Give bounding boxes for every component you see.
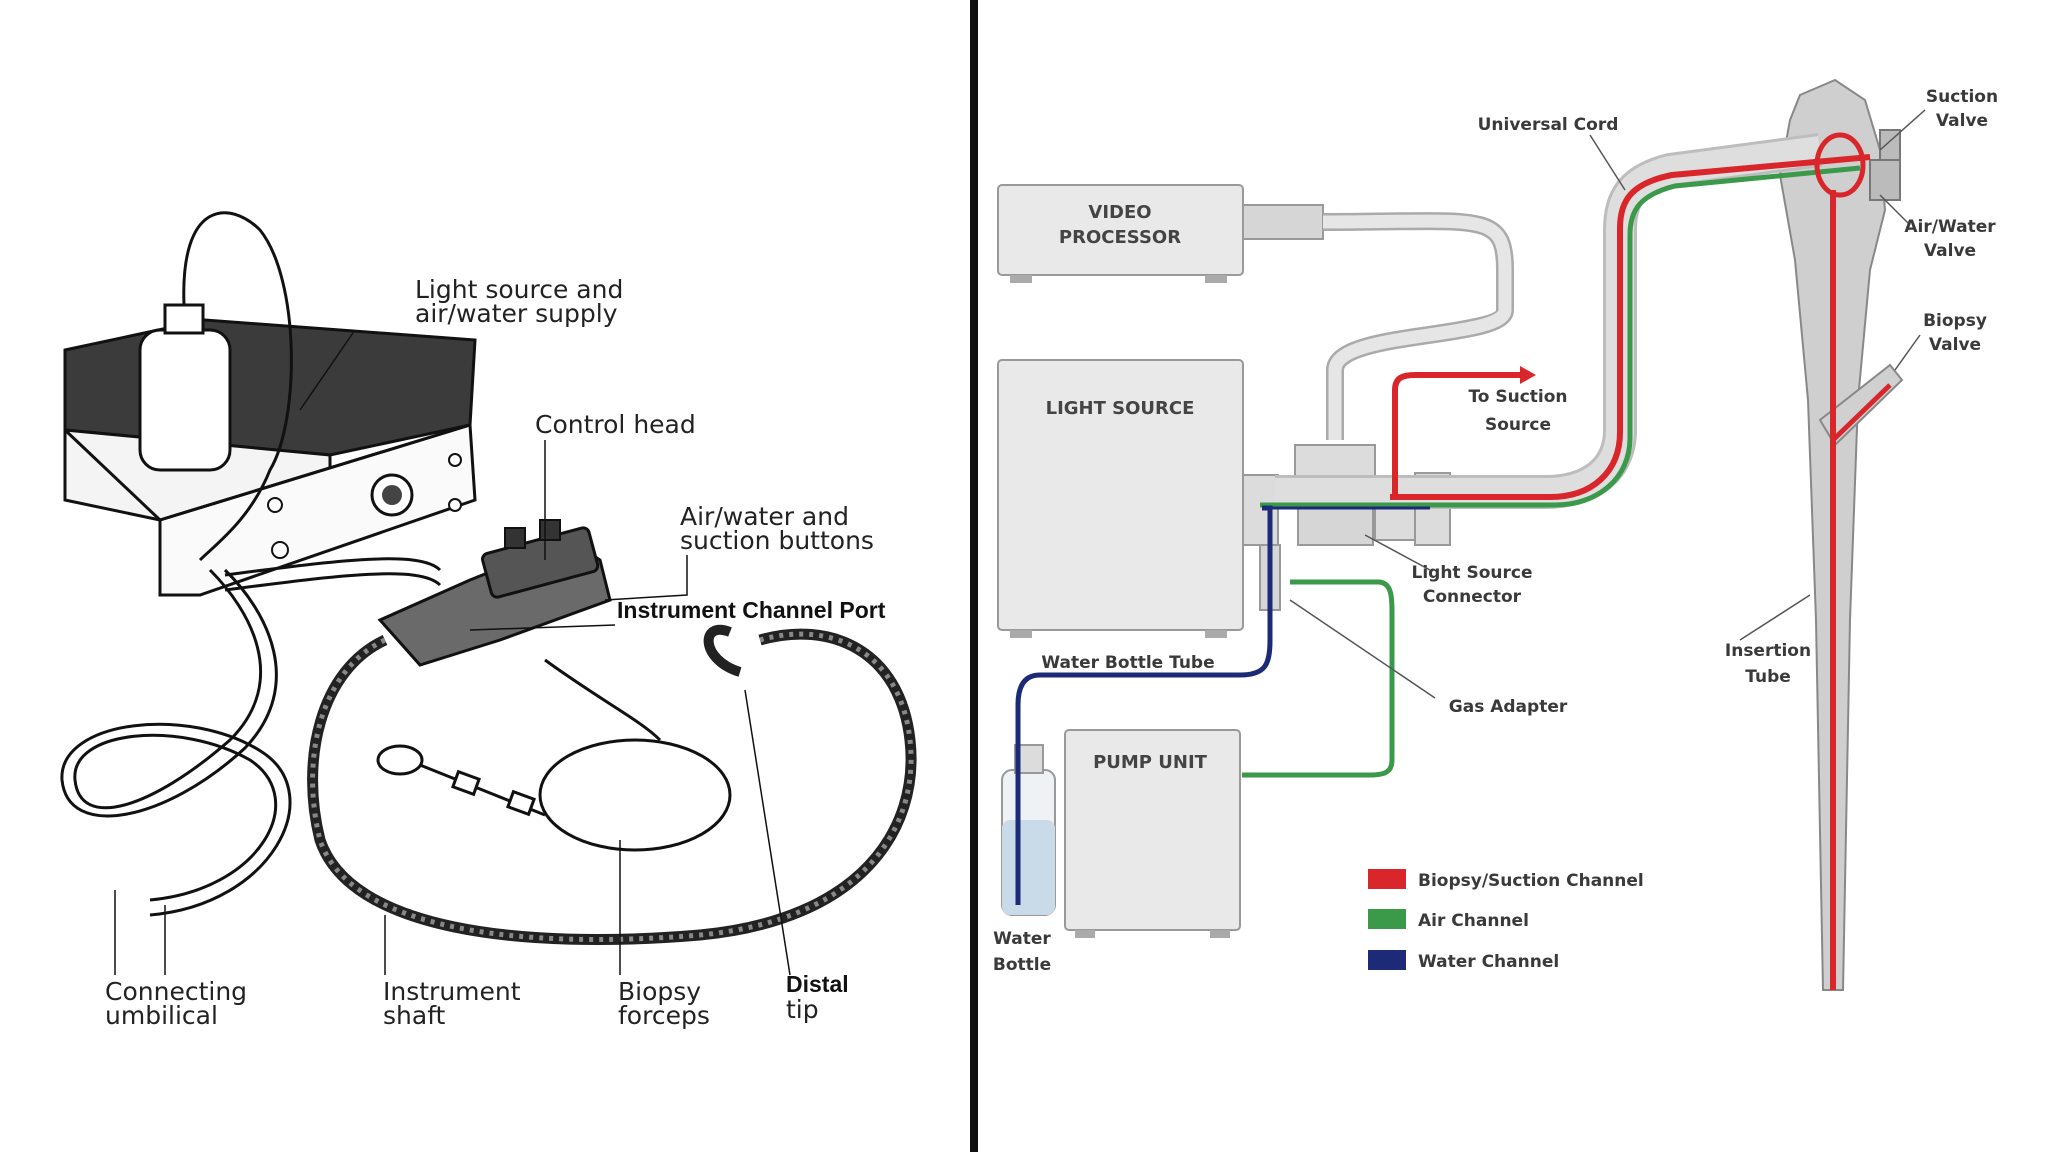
to-suction-line	[1392, 372, 1520, 497]
label-biopsy-valve-line2: Valve	[1929, 335, 1981, 355]
biopsy-forceps	[376, 658, 732, 852]
pump-unit-box: PUMP UNIT	[1064, 729, 1241, 938]
panel-divider	[970, 0, 978, 1152]
left-diagram: Light source and air/water supply Contro…	[60, 211, 917, 1030]
light-source-box: LIGHT SOURCE	[997, 359, 1244, 638]
water-bottle-left	[138, 211, 293, 562]
label-forceps-line1: Biopsy	[618, 977, 701, 1006]
label-light-source-line1: Light source and	[415, 275, 623, 304]
label-distal-line2: tip	[786, 995, 819, 1024]
connecting-umbilical-cord	[60, 557, 442, 917]
label-water-bottle-tube: Water Bottle Tube	[1041, 653, 1214, 673]
legend-label-water: Water Channel	[1418, 952, 1559, 972]
label-instrument-channel-port: Instrument Channel Port	[617, 597, 886, 623]
control-head	[377, 519, 612, 667]
light-source-unit	[63, 318, 477, 597]
channel-legend: Biopsy/Suction Channel Air Channel Water…	[1368, 869, 1644, 972]
label-biopsy-valve-line1: Biopsy	[1923, 311, 1987, 331]
water-bottle-right	[1001, 744, 1056, 916]
label-light-connector-line1: Light Source	[1412, 563, 1533, 583]
right-leader-lines	[1289, 109, 1926, 699]
video-processor-label-line1: VIDEO	[1088, 202, 1151, 223]
label-air-water-line2: suction buttons	[680, 526, 874, 555]
legend-label-air: Air Channel	[1418, 911, 1529, 931]
label-water-bottle-line1: Water	[993, 929, 1051, 949]
label-insertion-tube-line2: Tube	[1745, 667, 1791, 687]
label-air-water-valve-line2: Valve	[1924, 241, 1976, 261]
label-distal-line1: Distal	[786, 971, 849, 997]
label-umbilical-line1: Connecting	[105, 977, 247, 1006]
label-to-suction-line2: Source	[1485, 415, 1551, 435]
legend-swatch-biopsy-suction	[1368, 869, 1406, 889]
instrument-shaft	[307, 624, 917, 946]
pump-unit-label: PUMP UNIT	[1093, 752, 1208, 773]
right-diagram: VIDEO PROCESSOR LIGHT SOURCE PUMP	[993, 78, 1998, 991]
label-air-water-line1: Air/water and	[680, 502, 849, 531]
legend-swatch-air	[1368, 909, 1406, 929]
channel-lines	[1015, 132, 1892, 990]
label-forceps-line2: forceps	[618, 1001, 710, 1030]
video-processor-box: VIDEO PROCESSOR	[997, 184, 1324, 283]
label-gas-adapter: Gas Adapter	[1449, 697, 1568, 717]
legend-swatch-water	[1368, 950, 1406, 970]
label-light-source-line2: air/water supply	[415, 299, 618, 328]
label-to-suction-line1: To Suction	[1468, 387, 1567, 407]
air-channel-line	[1260, 165, 1861, 508]
label-water-bottle-line2: Bottle	[993, 955, 1051, 975]
universal-cord-sleeve	[1275, 133, 1823, 509]
left-leader-lines	[114, 329, 791, 976]
label-control-head: Control head	[535, 410, 696, 439]
endoscope-body	[1778, 78, 1904, 991]
light-source-connector	[1242, 444, 1451, 611]
label-umbilical-line2: umbilical	[105, 1001, 218, 1030]
light-source-label: LIGHT SOURCE	[1046, 398, 1195, 419]
water-channel-line	[1015, 505, 1273, 905]
label-air-water-valve-line1: Air/Water	[1904, 217, 1996, 237]
label-light-connector-line2: Connector	[1423, 587, 1522, 607]
air-channel-to-pump	[1242, 579, 1395, 778]
label-shaft-line2: shaft	[383, 1001, 446, 1030]
label-insertion-tube-line1: Insertion	[1725, 641, 1811, 661]
label-suction-valve-line1: Suction	[1926, 87, 1998, 107]
label-shaft-line1: Instrument	[383, 977, 521, 1006]
legend-label-biopsy-suction: Biopsy/Suction Channel	[1418, 871, 1644, 891]
suction-channel-line	[1390, 154, 1871, 500]
label-universal-cord: Universal Cord	[1478, 115, 1619, 135]
video-processor-label-line2: PROCESSOR	[1059, 227, 1181, 248]
label-suction-valve-line2: Valve	[1936, 111, 1988, 131]
